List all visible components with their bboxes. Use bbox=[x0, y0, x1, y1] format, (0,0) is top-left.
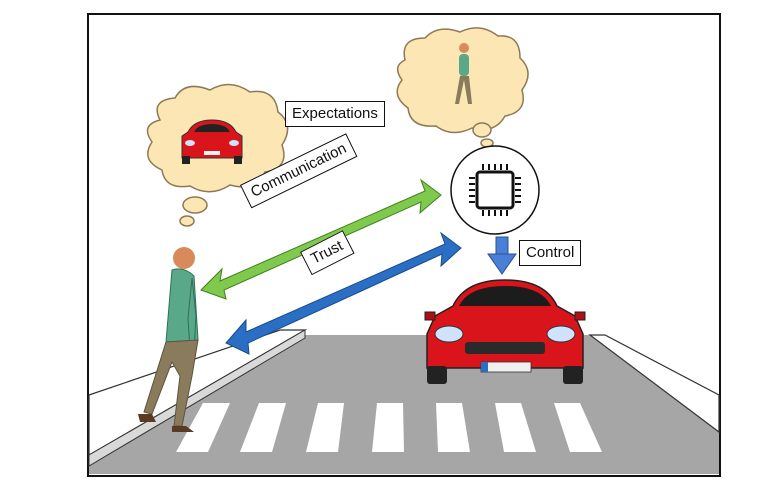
communication-arrow bbox=[200, 178, 442, 300]
expectations-label: Expectations bbox=[285, 101, 385, 127]
control-arrow bbox=[487, 236, 517, 275]
crosswalk bbox=[176, 403, 602, 452]
chip-icon bbox=[450, 145, 540, 235]
car-icon bbox=[424, 279, 586, 384]
control-label: Control bbox=[519, 240, 582, 266]
pedestrian-icon bbox=[138, 247, 199, 432]
car-icon bbox=[181, 119, 243, 164]
trust-arrow bbox=[225, 231, 462, 355]
road bbox=[88, 329, 720, 474]
pedestrian-icon bbox=[455, 43, 472, 104]
